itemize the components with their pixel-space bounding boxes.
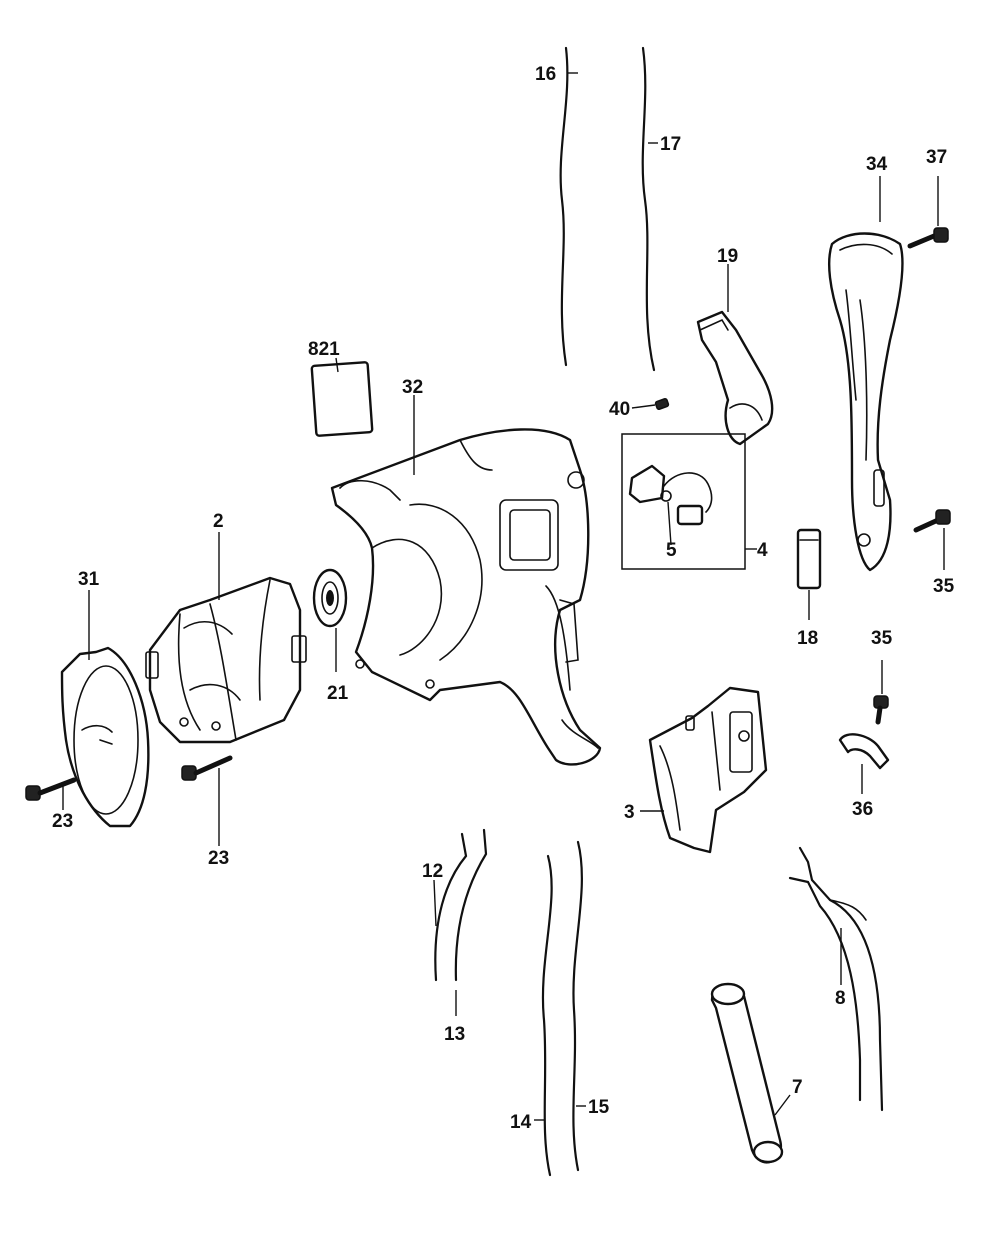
label-14: 14 — [510, 1112, 532, 1133]
wire-17 — [641, 46, 656, 372]
screw-23-left — [25, 777, 77, 801]
label-19: 19 — [717, 246, 738, 267]
screw-37 — [907, 227, 949, 249]
baffle-31 — [60, 646, 150, 828]
label-16: 16 — [535, 64, 556, 85]
wire-15 — [572, 840, 583, 1172]
screw-35-upper — [913, 509, 951, 533]
brush-kit-box-4 — [621, 433, 746, 570]
label-plate-821 — [310, 361, 374, 437]
label-35-upper: 35 — [933, 576, 955, 597]
label-23-right: 23 — [208, 848, 229, 869]
label-37: 37 — [926, 147, 947, 168]
label-31: 31 — [78, 569, 100, 590]
cord-guard-7 — [710, 982, 784, 1164]
label-21: 21 — [327, 683, 349, 704]
carbon-brushes-5 — [628, 464, 713, 526]
label-13: 13 — [444, 1024, 465, 1045]
label-821: 821 — [308, 339, 340, 360]
label-23-left: 23 — [52, 811, 73, 832]
filter-18 — [796, 528, 822, 590]
label-34: 34 — [866, 154, 888, 175]
label-32: 32 — [402, 377, 423, 398]
label-40: 40 — [609, 399, 630, 420]
power-cord-8 — [788, 846, 884, 1112]
label-17: 17 — [660, 134, 681, 155]
bearing-seal-21 — [312, 568, 348, 628]
wire-14 — [541, 854, 553, 1177]
wire-16 — [559, 46, 569, 367]
label-3: 3 — [624, 802, 635, 823]
screw-40 — [654, 398, 670, 410]
label-2: 2 — [213, 511, 224, 532]
label-7: 7 — [792, 1077, 803, 1098]
label-8: 8 — [835, 988, 846, 1009]
screw-35-lower — [873, 695, 889, 725]
label-15: 15 — [588, 1097, 610, 1118]
brush-holder-19 — [696, 310, 774, 446]
field-stator-2 — [145, 576, 307, 744]
wire-13 — [454, 828, 488, 982]
handle-half-34 — [827, 232, 904, 572]
label-35-lower: 35 — [871, 628, 893, 649]
label-5: 5 — [666, 540, 677, 561]
wire-12 — [434, 832, 468, 982]
screw-23-right — [181, 755, 233, 781]
switch-3 — [648, 686, 768, 854]
motor-housing-32 — [330, 428, 602, 766]
label-12: 12 — [422, 861, 443, 882]
label-18: 18 — [797, 628, 818, 649]
label-36: 36 — [852, 799, 873, 820]
label-4: 4 — [757, 540, 768, 561]
cord-clamp-36 — [838, 733, 890, 770]
